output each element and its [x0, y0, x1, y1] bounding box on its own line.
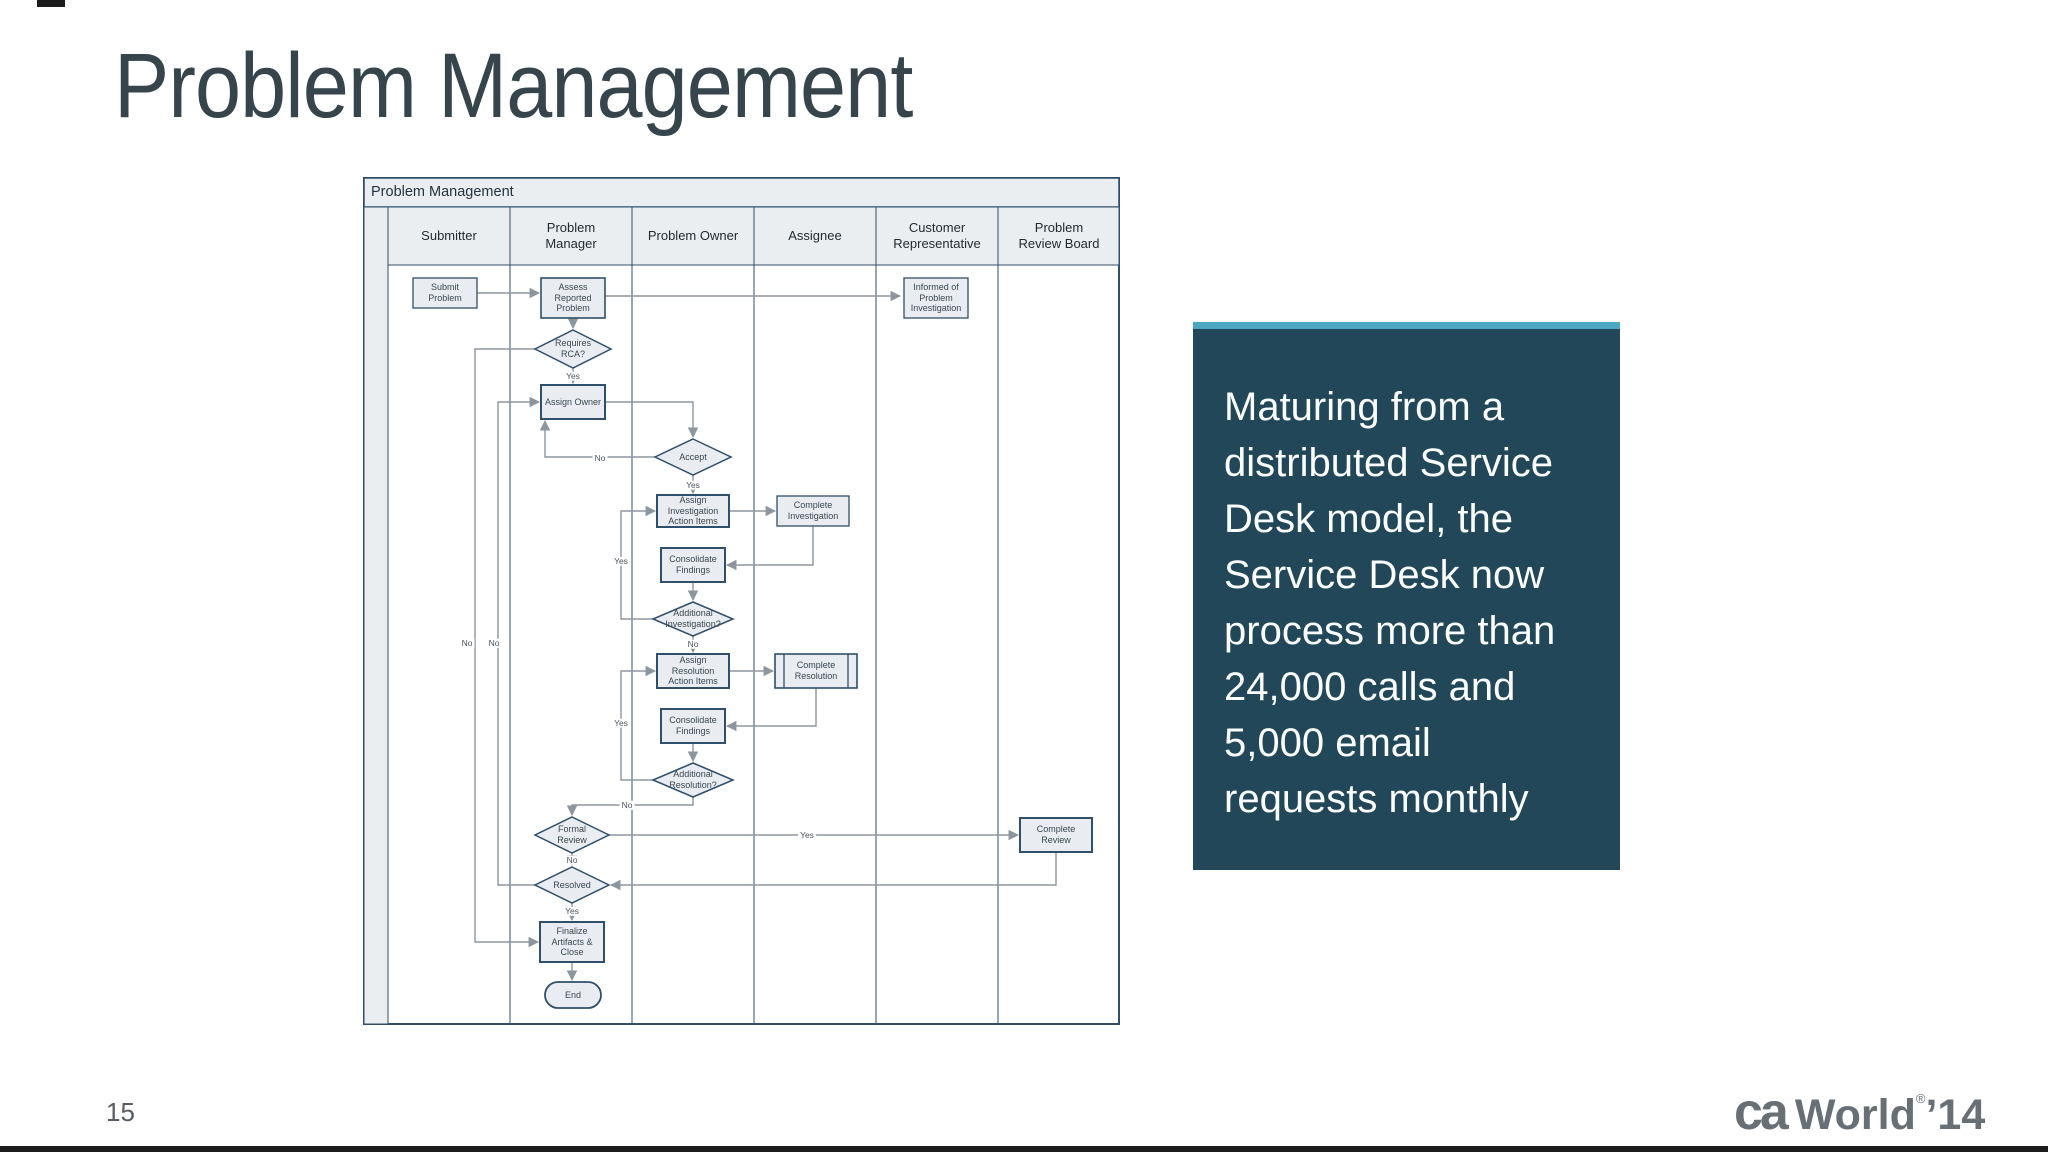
logo-world-text: World	[1794, 1091, 1916, 1139]
shape-complete-review	[1019, 817, 1093, 853]
lane-header-submitter: Submitter	[421, 227, 477, 243]
shape-additional-resolution-decision	[651, 762, 735, 798]
page-title: Problem Management	[114, 35, 913, 137]
shape-formal-review-decision	[533, 816, 611, 854]
node-label-complete-investigation: Complete Investigation	[787, 500, 839, 521]
shape-consolidate-findings-1	[660, 547, 726, 583]
swimlane-diagram: Problem Management Submitter Problem Man…	[363, 177, 1120, 1025]
shape-assess-reported-problem	[540, 277, 606, 319]
node-label-consolidate-findings-2: Consolidate Findings	[669, 715, 717, 736]
node-label-assess-reported: Assess Reported Problem	[554, 281, 592, 314]
bottom-bar	[0, 1146, 2048, 1152]
node-label-informed-of: Informed of Problem Investigation	[910, 281, 962, 314]
lane-dividers	[509, 265, 999, 1024]
lane-header-problem-owner: Problem Owner	[647, 227, 739, 243]
diagram-title: Problem Management	[371, 184, 514, 200]
edge-label-rca-yes: Yes	[564, 370, 582, 381]
node-label-submit-problem: Submit Problem	[428, 282, 462, 303]
callout-box: Maturing from a distributed Service Desk…	[1193, 322, 1620, 870]
node-label-formal-review: Formal Review	[557, 824, 587, 845]
lane-header-customer-representative: Customer Representative	[893, 219, 981, 251]
lane-header-problem-review-board: Problem Review Board	[1018, 219, 1100, 251]
edge-label-accept-no: No	[592, 452, 608, 463]
shape-assign-resolution-action-items	[656, 653, 730, 689]
node-label-requires-rca: Requires RCA?	[554, 338, 592, 359]
swimlane-diagram-canvas	[363, 177, 1120, 1025]
shape-accept-decision	[653, 438, 733, 476]
shape-consolidate-findings-2	[660, 708, 726, 744]
edge-label-formal-no: No	[564, 854, 580, 865]
flow-connectors	[474, 287, 1057, 982]
shape-requires-rca-decision	[533, 329, 613, 369]
node-label-consolidate-findings-1: Consolidate Findings	[669, 554, 717, 575]
shape-end-terminator	[544, 981, 602, 1009]
shape-resolved-decision	[533, 866, 611, 904]
node-label-complete-resolution: Complete Resolution	[794, 660, 838, 681]
node-label-end: End	[564, 989, 581, 1000]
pool-label-strip	[363, 206, 389, 1025]
edge-label-resolved-yes: Yes	[563, 905, 581, 916]
shape-complete-resolution-subprocess	[774, 653, 858, 689]
pool-title-bar	[363, 177, 1120, 208]
ca-logo-mark: ca	[1734, 1083, 1789, 1141]
lane-header-assignee: Assignee	[788, 227, 842, 243]
lane-header-row	[387, 206, 1120, 266]
shape-assign-investigation-action-items	[656, 494, 730, 528]
node-label-additional-investigation: Additional Investigation?	[665, 608, 721, 629]
logo-year-text: ’14	[1925, 1091, 1986, 1139]
shape-additional-investigation-decision	[651, 601, 735, 637]
shape-submit-problem	[412, 277, 478, 309]
pool-border	[363, 177, 1120, 1025]
shape-complete-investigation	[776, 495, 850, 527]
node-label-finalize-artifacts: Finalize Artifacts & Close	[551, 925, 593, 958]
lane-header-problem-manager: Problem Manager	[545, 219, 597, 251]
edge-label-accept-yes: Yes	[684, 479, 702, 490]
shape-assign-owner	[540, 384, 606, 420]
node-label-additional-resolution: Additional Resolution?	[669, 769, 717, 790]
callout-text: Maturing from a distributed Service Desk…	[1224, 385, 1556, 821]
shape-finalize-artifacts-close	[539, 921, 605, 963]
node-label-resolved: Resolved	[553, 879, 591, 890]
edge-label-add-res-yes: Yes	[612, 717, 630, 728]
shape-informed-of-problem-investigation	[903, 277, 969, 319]
page-number: 15	[106, 1097, 135, 1127]
registered-mark-icon: ®	[1915, 1091, 1926, 1106]
edge-label-formal-yes: Yes	[798, 829, 816, 840]
node-label-assign-owner: Assign Owner	[544, 396, 602, 407]
node-label-assign-investigation: Assign Investigation Action Items	[667, 494, 719, 527]
edge-label-add-inv-no: No	[685, 638, 701, 649]
edge-label-add-res-no: No	[619, 799, 635, 810]
edge-label-resolved-no-long: No	[486, 637, 502, 648]
node-label-assign-resolution: Assign Resolution Action Items	[668, 654, 718, 687]
node-label-accept: Accept	[679, 451, 707, 462]
edge-label-add-inv-yes: Yes	[612, 555, 630, 566]
top-edge-artifact	[37, 0, 65, 7]
flow-shapes	[412, 277, 1093, 1009]
edge-label-rca-no-long: No	[459, 637, 475, 648]
node-label-complete-review: Complete Review	[1036, 824, 1076, 845]
